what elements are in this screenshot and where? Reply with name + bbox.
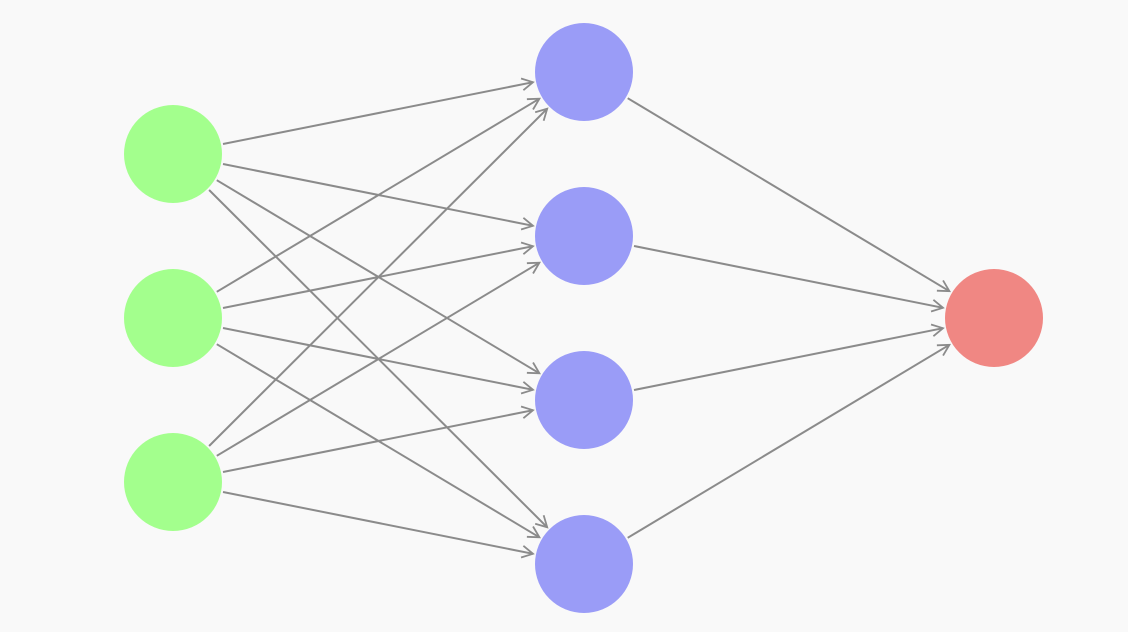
input-node-3 — [124, 433, 222, 531]
edge-input-3-to-hidden-2 — [216, 261, 542, 457]
edge-hidden-2-to-output-1 — [633, 245, 945, 313]
hidden-node-4 — [535, 515, 633, 613]
input-node-2 — [124, 269, 222, 367]
hidden-node-1 — [535, 23, 633, 121]
edge-hidden-1-to-output-1 — [627, 97, 952, 293]
hidden-node-3 — [535, 351, 633, 449]
edge-input-3-to-hidden-4 — [222, 491, 535, 559]
edge-hidden-4-to-output-1 — [627, 343, 952, 539]
output-node-1 — [945, 269, 1043, 367]
edge-input-3-to-hidden-3 — [222, 405, 535, 473]
edge-input-1-to-hidden-1 — [222, 77, 535, 145]
nodes-group — [124, 23, 1043, 613]
edge-hidden-3-to-output-1 — [633, 323, 945, 391]
input-node-1 — [124, 105, 222, 203]
edge-input-2-to-hidden-1 — [216, 97, 542, 293]
edge-input-3-to-hidden-1 — [208, 107, 549, 447]
hidden-node-2 — [535, 187, 633, 285]
edges-group — [208, 77, 952, 559]
